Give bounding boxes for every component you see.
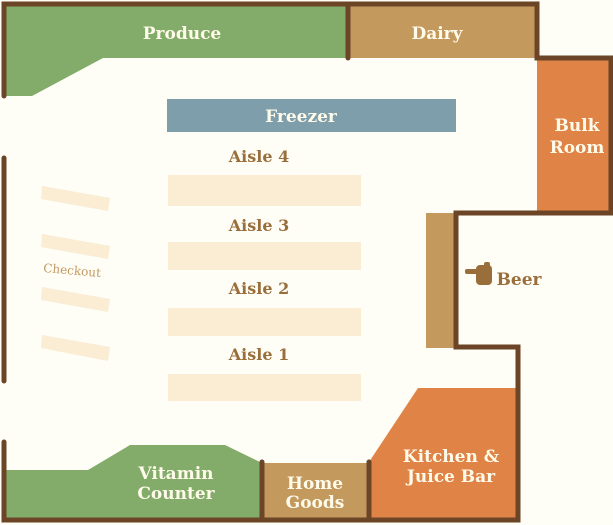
- dairy-section[interactable]: Dairy: [348, 4, 537, 58]
- aisle-3-shelf[interactable]: [168, 242, 361, 270]
- aisle-1-label: Aisle 1: [228, 345, 289, 364]
- produce-label: Produce: [143, 24, 222, 44]
- aisle-1-shelf[interactable]: [168, 374, 361, 401]
- produce-section[interactable]: Produce: [4, 4, 348, 96]
- freezer-label: Freezer: [265, 107, 338, 127]
- aisle-4-shelf[interactable]: [168, 175, 361, 206]
- bulk-room-label-line2: Room: [550, 138, 605, 158]
- kitchen-label-line1: Kitchen &: [403, 447, 500, 467]
- checkout-area[interactable]: Checkout: [41, 186, 110, 361]
- aisle-2-shelf[interactable]: [168, 308, 361, 336]
- bulk-room-section[interactable]: Bulk Room: [537, 58, 611, 213]
- aisle-2-label: Aisle 2: [228, 279, 289, 298]
- checkout-lane: [41, 186, 110, 211]
- aisles: Aisle 4 Aisle 3 Aisle 2 Aisle 1: [168, 147, 361, 401]
- checkout-label: Checkout: [43, 261, 102, 280]
- aisle-3-label: Aisle 3: [228, 216, 289, 235]
- freezer-section[interactable]: Freezer: [167, 99, 456, 132]
- beer-section[interactable]: Beer: [426, 213, 543, 348]
- home-goods-label-line2: Goods: [286, 493, 345, 513]
- home-goods-section[interactable]: Home Goods: [262, 463, 369, 520]
- checkout-lane: [41, 287, 110, 312]
- checkout-lane: [41, 234, 110, 259]
- beer-label: Beer: [497, 270, 543, 290]
- pointing-hand-icon: [465, 262, 492, 285]
- vitamin-counter-section[interactable]: Vitamin Counter: [4, 445, 262, 520]
- checkout-lane: [41, 335, 110, 361]
- home-goods-label-line1: Home: [287, 474, 343, 494]
- vitamin-counter-label-line1: Vitamin: [137, 464, 213, 484]
- bulk-room-label-line1: Bulk: [555, 116, 601, 136]
- dairy-label: Dairy: [411, 24, 463, 44]
- kitchen-label-line2: Juice Bar: [405, 467, 496, 487]
- vitamin-counter-label-line2: Counter: [137, 484, 215, 504]
- aisle-4-label: Aisle 4: [228, 147, 289, 166]
- beer-shelf: [426, 213, 456, 348]
- kitchen-juice-bar-section[interactable]: Kitchen & Juice Bar: [369, 388, 518, 520]
